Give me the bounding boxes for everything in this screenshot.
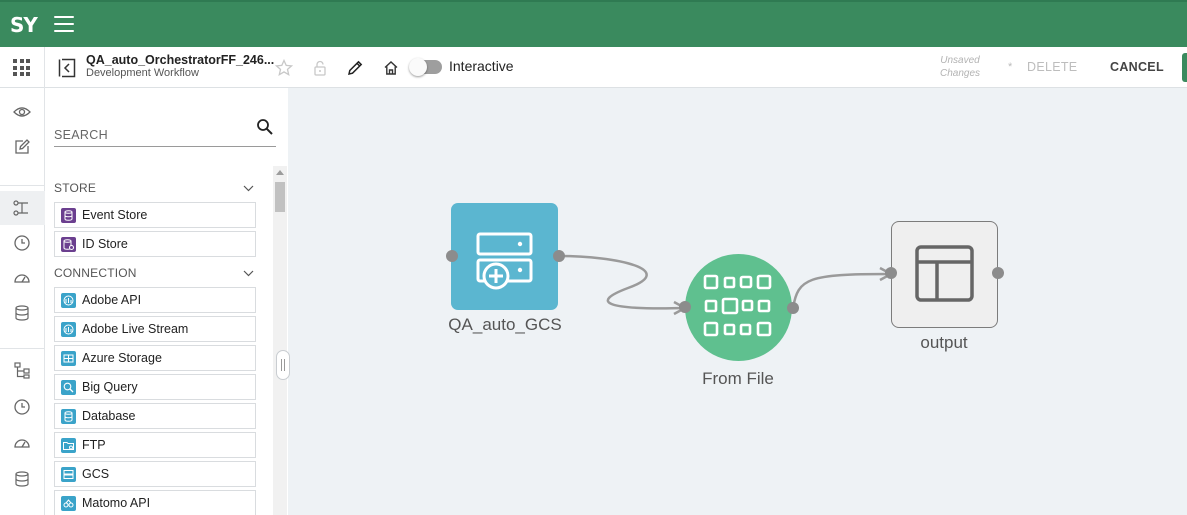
apps-grid-icon[interactable] bbox=[13, 59, 30, 76]
palette-item-event-store[interactable]: Event Store bbox=[54, 202, 256, 228]
scrollbar-thumb[interactable] bbox=[275, 182, 285, 212]
palette-list: STORE Event Store ID Store CONNECTION Ad… bbox=[54, 178, 256, 515]
brand-logo[interactable]: SY bbox=[10, 13, 38, 37]
save-button[interactable] bbox=[1182, 53, 1187, 82]
database-stack-icon[interactable] bbox=[12, 469, 32, 489]
unsaved-marker: * bbox=[1008, 61, 1013, 73]
adobe-api-icon bbox=[61, 293, 76, 308]
node-qa-auto-gcs[interactable] bbox=[451, 203, 558, 310]
scroll-up-arrow-icon[interactable] bbox=[276, 170, 284, 175]
workflow-subtitle: Development Workflow bbox=[86, 67, 199, 79]
search-input[interactable] bbox=[54, 118, 276, 147]
query-icon bbox=[61, 380, 76, 395]
grid-squares-icon bbox=[703, 274, 772, 337]
palette-item-label: FTP bbox=[82, 438, 106, 452]
palette-item-label: Azure Storage bbox=[82, 351, 162, 365]
cancel-button[interactable]: CANCEL bbox=[1110, 60, 1164, 74]
node-from-file[interactable] bbox=[685, 254, 792, 361]
node-output[interactable] bbox=[891, 221, 998, 328]
palette-item-label: Event Store bbox=[82, 208, 148, 222]
storage-grid-icon bbox=[61, 351, 76, 366]
adobe-stream-icon bbox=[61, 322, 76, 337]
input-port[interactable] bbox=[446, 250, 458, 262]
clock-icon[interactable] bbox=[12, 397, 32, 417]
unsaved-changes-label: Unsaved Changes bbox=[939, 55, 981, 79]
home-icon[interactable] bbox=[382, 59, 400, 77]
chevron-down-icon[interactable] bbox=[243, 268, 254, 279]
rail-divider bbox=[0, 348, 45, 349]
palette-item-ftp[interactable]: FTP bbox=[54, 432, 256, 458]
rail-divider bbox=[0, 185, 45, 186]
database-icon bbox=[61, 208, 76, 223]
eye-icon[interactable] bbox=[12, 102, 32, 122]
layout-panel-icon bbox=[915, 245, 974, 302]
palette-item-label: ID Store bbox=[82, 237, 128, 251]
palette-item-label: Big Query bbox=[82, 380, 138, 394]
id-database-icon bbox=[61, 237, 76, 252]
palette-item-azure-storage[interactable]: Azure Storage bbox=[54, 345, 256, 371]
back-exit-icon[interactable] bbox=[58, 58, 76, 78]
output-port[interactable] bbox=[992, 267, 1004, 279]
palette-scrollbar[interactable] bbox=[273, 166, 287, 515]
palette-item-label: Adobe API bbox=[82, 293, 142, 307]
output-port[interactable] bbox=[787, 302, 799, 314]
palette-item-adobe-api[interactable]: Adobe API bbox=[54, 287, 256, 313]
chevron-down-icon[interactable] bbox=[243, 183, 254, 194]
palette-item-id-store[interactable]: ID Store bbox=[54, 231, 256, 257]
edit-note-icon[interactable] bbox=[12, 137, 32, 157]
top-bar: SY bbox=[0, 0, 1187, 47]
hamburger-menu-icon[interactable] bbox=[54, 16, 74, 32]
workflow-canvas[interactable]: QA_auto_GCS From File output bbox=[276, 88, 1187, 515]
palette-item-label: GCS bbox=[82, 467, 110, 481]
node-label: QA_auto_GCS bbox=[448, 315, 562, 334]
input-port[interactable] bbox=[679, 301, 691, 313]
palette-item-gcs[interactable]: GCS bbox=[54, 461, 256, 487]
palette-panel: STORE Event Store ID Store CONNECTION Ad… bbox=[45, 88, 288, 515]
interactive-label: Interactive bbox=[449, 58, 514, 74]
folder-transfer-icon bbox=[61, 438, 76, 453]
node-label: output bbox=[920, 333, 968, 352]
star-icon[interactable] bbox=[275, 59, 293, 77]
header-divider bbox=[44, 47, 45, 88]
delete-button[interactable]: DELETE bbox=[1027, 60, 1078, 74]
palette-item-label: Database bbox=[82, 409, 136, 423]
pencil-icon[interactable] bbox=[346, 59, 364, 77]
palette-item-label: Adobe Live Stream bbox=[82, 322, 189, 336]
database-stack-icon[interactable] bbox=[12, 303, 32, 323]
gauge-icon[interactable] bbox=[12, 433, 32, 453]
hierarchy-icon[interactable] bbox=[12, 360, 32, 380]
workflow-title: QA_auto_OrchestratorFF_246... bbox=[86, 53, 275, 67]
toggle-knob bbox=[409, 58, 427, 76]
input-port[interactable] bbox=[885, 267, 897, 279]
server-add-icon bbox=[476, 232, 533, 290]
palette-item-label: Matomo API bbox=[82, 496, 151, 510]
section-header-connection[interactable]: CONNECTION bbox=[54, 263, 256, 287]
server-icon bbox=[61, 467, 76, 482]
section-title: CONNECTION bbox=[54, 266, 137, 280]
unlock-icon[interactable] bbox=[311, 59, 329, 77]
palette-item-big-query[interactable]: Big Query bbox=[54, 374, 256, 400]
node-label: From File bbox=[702, 369, 774, 388]
left-rail bbox=[0, 88, 45, 515]
gauge-icon[interactable] bbox=[12, 268, 32, 288]
section-header-store[interactable]: STORE bbox=[54, 178, 256, 202]
edge-file-to-output[interactable] bbox=[791, 272, 891, 309]
workflow-header: QA_auto_OrchestratorFF_246... Developmen… bbox=[0, 47, 1187, 88]
clock-icon[interactable] bbox=[12, 233, 32, 253]
edge-gcs-to-file[interactable] bbox=[558, 254, 685, 310]
matomo-icon bbox=[61, 496, 76, 511]
flow-icon[interactable] bbox=[12, 198, 32, 218]
interactive-toggle[interactable] bbox=[409, 58, 442, 76]
database-icon bbox=[61, 409, 76, 424]
section-title: STORE bbox=[54, 181, 97, 195]
palette-item-matomo-api[interactable]: Matomo API bbox=[54, 490, 256, 515]
output-port[interactable] bbox=[553, 250, 565, 262]
panel-collapse-handle[interactable] bbox=[276, 350, 290, 380]
palette-item-adobe-live-stream[interactable]: Adobe Live Stream bbox=[54, 316, 256, 342]
palette-item-database[interactable]: Database bbox=[54, 403, 256, 429]
search-icon[interactable] bbox=[256, 118, 274, 136]
